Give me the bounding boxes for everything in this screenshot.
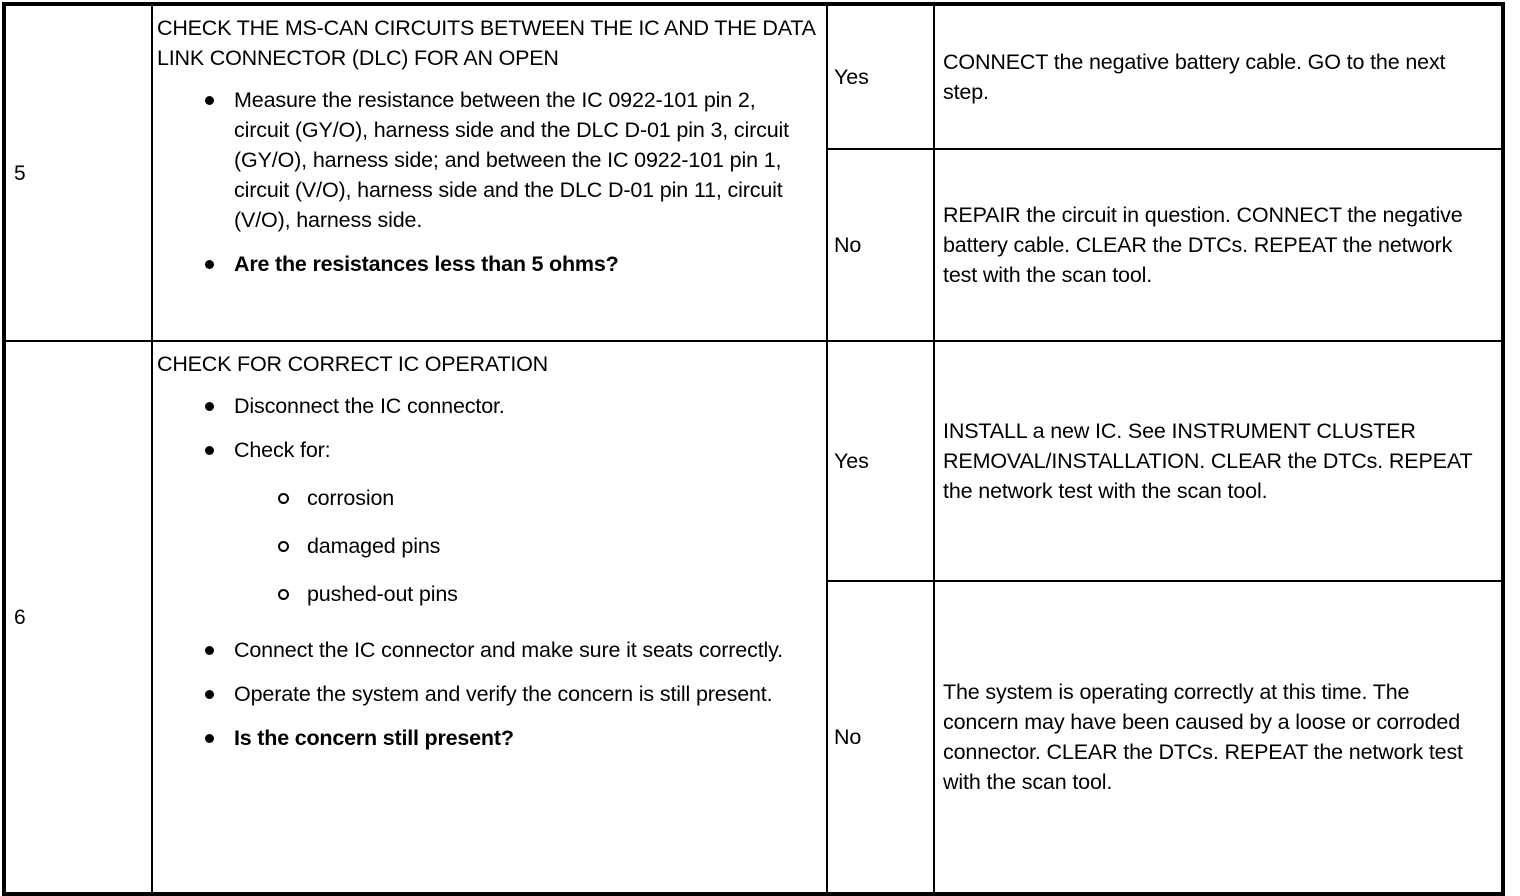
list-item-question: Is the concern still present?: [157, 723, 816, 753]
sub-list-item: pushed-out pins: [234, 579, 816, 609]
list-item: Operate the system and verify the concer…: [157, 679, 816, 709]
list-item-text: Disconnect the IC connector.: [234, 394, 505, 418]
bullet-dot-icon: [205, 690, 214, 699]
branch-label-no: No: [826, 148, 935, 342]
action-bullet-list: Measure the resistance between the IC 09…: [157, 85, 816, 279]
list-item-text: Operate the system and verify the concer…: [234, 682, 773, 706]
result-cell-no: REPAIR the circuit in question. CONNECT …: [933, 148, 1504, 342]
sub-list-item: corrosion: [234, 483, 816, 513]
action-title: CHECK THE MS-CAN CIRCUITS BETWEEN THE IC…: [157, 16, 815, 70]
list-item-text: Check for:: [234, 438, 331, 462]
bullet-dot-icon: [205, 446, 214, 455]
list-item: Connect the IC connector and make sure i…: [157, 635, 816, 665]
step-number-cell: 6: [3, 340, 153, 895]
bullet-dot-icon: [205, 96, 214, 105]
action-cell: CHECK THE MS-CAN CIRCUITS BETWEEN THE IC…: [151, 3, 828, 342]
list-item-text: Is the concern still present?: [234, 726, 514, 750]
list-item: Measure the resistance between the IC 09…: [157, 85, 816, 235]
branch-label-yes: Yes: [826, 3, 935, 150]
result-cell-no: The system is operating correctly at thi…: [933, 580, 1504, 895]
result-cell-yes: INSTALL a new IC. See INSTRUMENT CLUSTER…: [933, 340, 1504, 582]
hollow-bullet-icon: [278, 541, 289, 552]
list-item-text: Are the resistances less than 5 ohms?: [234, 252, 619, 276]
result-cell-yes: CONNECT the negative battery cable. GO t…: [933, 3, 1504, 150]
result-text: The system is operating correctly at thi…: [943, 680, 1463, 794]
result-text: CONNECT the negative battery cable. GO t…: [943, 50, 1446, 104]
branch-label-no: No: [826, 580, 935, 895]
sub-list-item-text: damaged pins: [307, 534, 441, 558]
table-row: No The system is operating correctly at …: [4, 580, 1504, 895]
list-item: Check for: corrosion damaged pins: [157, 435, 816, 609]
sub-list-item: damaged pins: [234, 531, 816, 561]
result-text: REPAIR the circuit in question. CONNECT …: [943, 203, 1463, 287]
hollow-bullet-icon: [278, 589, 289, 600]
list-item-text: Measure the resistance between the IC 09…: [234, 88, 789, 232]
table-row: No REPAIR the circuit in question. CONNE…: [4, 148, 1504, 342]
action-sub-bullet-list: corrosion damaged pins pushed-out pins: [234, 483, 816, 609]
sub-list-item-text: corrosion: [307, 486, 395, 510]
list-item-question: Are the resistances less than 5 ohms?: [157, 249, 816, 279]
table-row: 5 CHECK THE MS-CAN CIRCUITS BETWEEN THE …: [3, 3, 1504, 342]
table-row: 6 CHECK FOR CORRECT IC OPERATION Disconn…: [3, 340, 1504, 895]
action-cell: CHECK FOR CORRECT IC OPERATION Disconnec…: [151, 340, 828, 895]
step-number-cell: 5: [3, 3, 153, 342]
branch-label-yes: Yes: [826, 340, 935, 582]
list-item: Disconnect the IC connector.: [157, 391, 816, 421]
result-text: INSTALL a new IC. See INSTRUMENT CLUSTER…: [943, 419, 1473, 503]
hollow-bullet-icon: [278, 493, 289, 504]
bullet-dot-icon: [205, 734, 214, 743]
action-bullet-list: Disconnect the IC connector. Check for: …: [157, 391, 816, 753]
bullet-dot-icon: [205, 646, 214, 655]
action-title: CHECK FOR CORRECT IC OPERATION: [157, 352, 548, 376]
bullet-dot-icon: [205, 260, 214, 269]
list-item-text: Connect the IC connector and make sure i…: [234, 638, 783, 662]
bullet-dot-icon: [205, 402, 214, 411]
sub-list-item-text: pushed-out pins: [307, 582, 458, 606]
